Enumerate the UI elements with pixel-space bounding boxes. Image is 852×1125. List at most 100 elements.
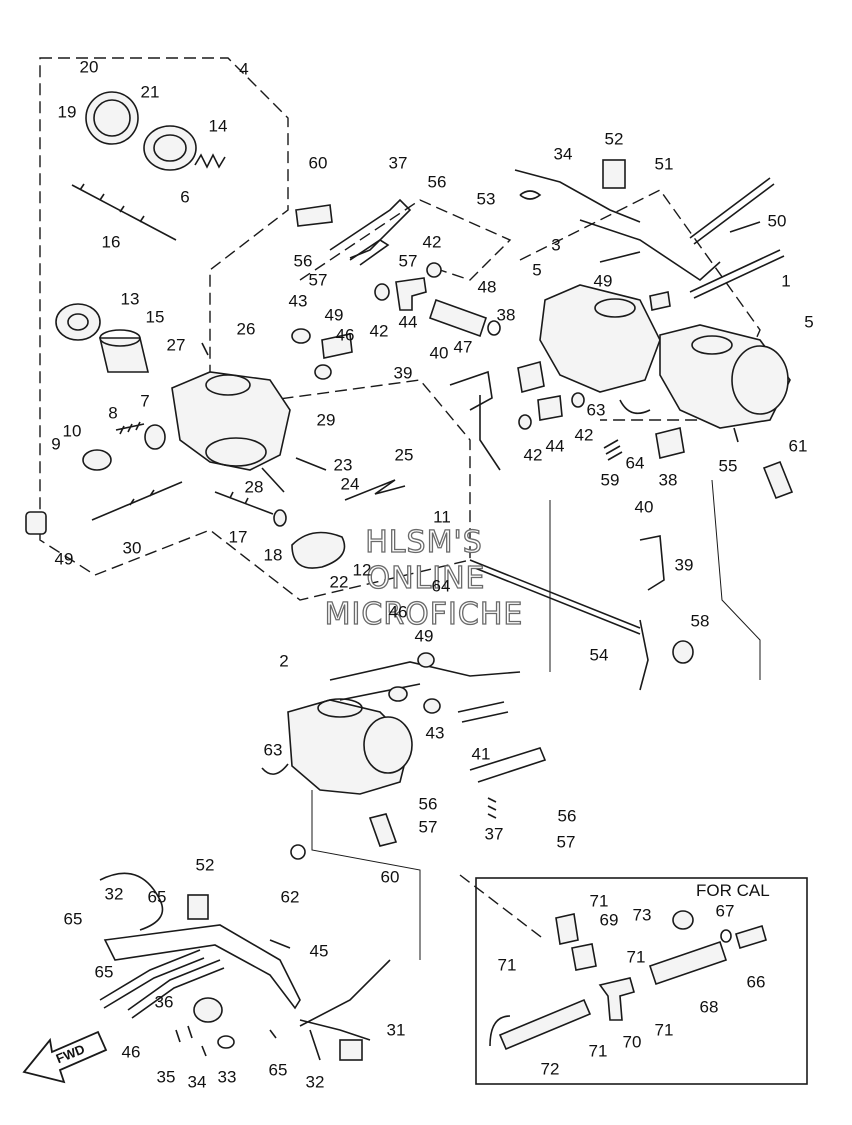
part-callout-11: 11 <box>433 507 451 526</box>
clip-52-lower <box>187 894 209 920</box>
float-pin-25 <box>344 479 406 501</box>
watermark-line-3: MICROFICHE <box>325 597 524 632</box>
carb-1-bore-left <box>594 298 636 318</box>
part-callout-71: 71 <box>655 1020 674 1039</box>
spring-59 <box>603 439 623 461</box>
choke-plunger-60 <box>295 204 333 227</box>
part-callout-69: 69 <box>600 910 619 929</box>
part-callouts: 2019214146161315272687910304917182228292… <box>51 57 813 1091</box>
joint-43-mid <box>423 698 441 714</box>
part-callout-71: 71 <box>589 1041 608 1060</box>
hose-69 <box>555 913 579 945</box>
part-callout-59: 59 <box>601 470 620 489</box>
part-callout-57: 57 <box>419 817 438 836</box>
hose-72 <box>498 998 592 1051</box>
assembly-outlines <box>39 57 761 941</box>
elbow-hose <box>489 1015 511 1047</box>
part-callout-62: 62 <box>281 887 300 906</box>
part-callout-65: 65 <box>64 909 83 928</box>
part-callout-30: 30 <box>123 538 142 557</box>
wire-harness-31 <box>299 959 391 1061</box>
joint-46-mid <box>388 686 408 702</box>
part-callout-46: 46 <box>389 602 408 621</box>
part-callout-19: 19 <box>58 102 77 121</box>
part-callout-70: 70 <box>623 1032 642 1051</box>
clamp-73 <box>672 910 694 930</box>
joint-49 <box>314 364 332 380</box>
part-callout-37: 37 <box>485 824 504 843</box>
jet-set-17 <box>214 491 274 515</box>
part-callout-71: 71 <box>627 947 646 966</box>
pin-23 <box>295 457 327 471</box>
part-callout-50: 50 <box>768 211 787 230</box>
t-joint-44-right <box>537 395 563 421</box>
part-callout-14: 14 <box>209 116 228 135</box>
link-rod-mid <box>639 619 649 691</box>
throttle-link-37 <box>329 198 412 259</box>
clip-67 <box>720 929 732 943</box>
valve-66 <box>735 924 767 950</box>
harness-group <box>99 872 391 1061</box>
link-arm-upper <box>349 239 390 266</box>
part-callout-60: 60 <box>381 867 400 886</box>
vacuum-chamber <box>143 125 197 171</box>
bolt-long-upper <box>689 177 775 245</box>
part-callout-1: 1 <box>781 271 790 290</box>
part-callout-39: 39 <box>394 363 413 382</box>
part-callout-49: 49 <box>594 271 613 290</box>
jet-set-30 <box>91 481 183 521</box>
part-callout-15: 15 <box>146 307 165 326</box>
vacuum-chamber-inner <box>153 134 187 162</box>
outline-carb-1-group <box>519 189 761 421</box>
part-callout-51: 51 <box>655 154 674 173</box>
link-set-41 <box>457 701 509 723</box>
part-callout-73: 73 <box>633 905 652 924</box>
hose-38-upper <box>517 360 545 394</box>
outline-linkage-group <box>299 199 512 281</box>
carburetor-2-group <box>261 479 761 960</box>
part-callout-61: 61 <box>789 436 808 455</box>
sensor-61 <box>762 460 794 500</box>
outline-carb-4-group <box>39 57 471 601</box>
part-callout-37: 37 <box>389 153 408 172</box>
part-callout-6: 6 <box>180 187 189 206</box>
part-callout-64: 64 <box>626 453 645 472</box>
spring-14 <box>194 153 226 169</box>
part-callout-67: 67 <box>716 901 735 920</box>
washer-62 <box>290 844 306 860</box>
part-callout-2: 2 <box>279 651 288 670</box>
carb-1-bore-right <box>691 335 733 355</box>
cap-42c <box>518 414 532 430</box>
part-callout-39: 39 <box>675 555 694 574</box>
t-joint-44 <box>395 277 427 311</box>
part-callout-54: 54 <box>590 645 609 664</box>
carb-4-float-bowl <box>205 437 267 467</box>
part-callout-46: 46 <box>122 1042 141 1061</box>
part-callout-56: 56 <box>428 172 447 191</box>
carburetor-4 <box>25 91 406 569</box>
part-callout-10: 10 <box>63 421 82 440</box>
screw-55 <box>733 427 739 443</box>
diaphragm-13-inner <box>67 313 89 331</box>
hose-46 <box>321 333 353 359</box>
part-callout-72: 72 <box>541 1059 560 1078</box>
hose-46-lower-a <box>99 949 205 1009</box>
part-callout-58: 58 <box>691 611 710 630</box>
fitting-45 <box>269 939 291 949</box>
bolt-long-lower <box>689 249 785 299</box>
diaphragm-13 <box>55 303 101 341</box>
part-callout-8: 8 <box>108 403 117 422</box>
plate-10 <box>82 449 112 471</box>
screw-34-lower <box>201 1045 207 1057</box>
part-callout-65: 65 <box>95 962 114 981</box>
part-callout-5: 5 <box>532 260 541 279</box>
part-callout-46: 46 <box>336 325 355 344</box>
pilot-screw-8 <box>115 421 145 435</box>
part-callout-42: 42 <box>370 321 389 340</box>
screw-35 <box>175 1025 193 1043</box>
carburetor-1-group <box>514 159 794 691</box>
part-callout-31: 31 <box>387 1020 406 1039</box>
part-callout-24: 24 <box>341 474 360 493</box>
part-callout-42: 42 <box>423 232 442 251</box>
